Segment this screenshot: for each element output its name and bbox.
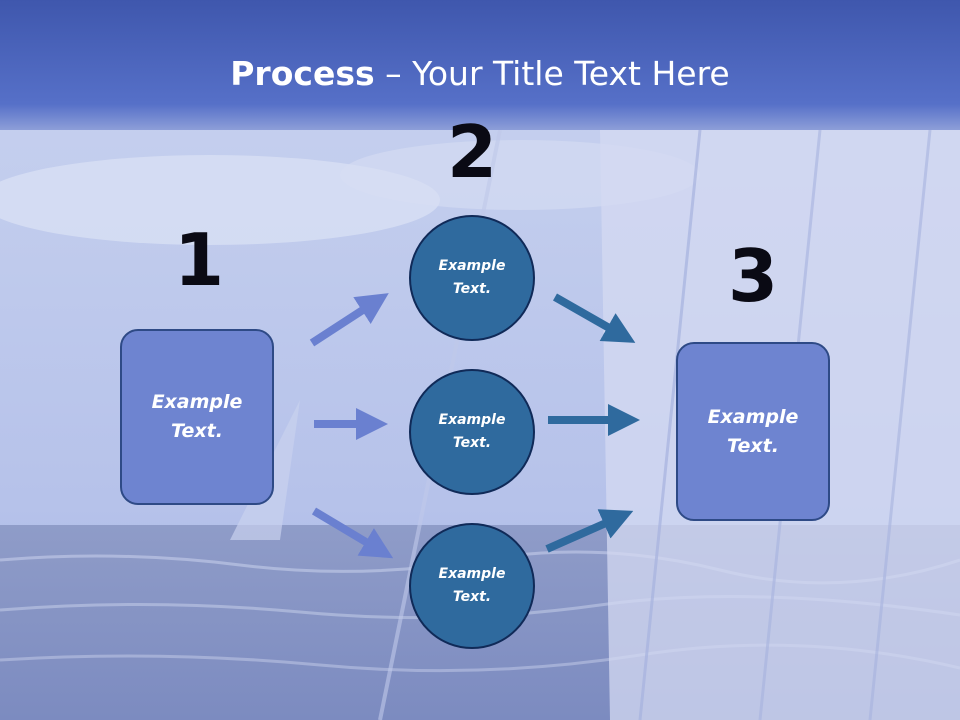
arrow-top-to-3	[553, 293, 636, 343]
circle-top: Example Text.	[409, 215, 535, 341]
circle-middle: Example Text.	[409, 369, 535, 495]
circle-middle-line1: Example	[438, 412, 506, 428]
arrow-1-to-top	[309, 293, 389, 347]
circle-bottom-line2: Text.	[452, 589, 492, 605]
title-bold: Process	[230, 54, 375, 93]
step-number-1: 1	[173, 218, 225, 302]
circle-middle-line2: Text.	[452, 435, 492, 451]
step-3-text-line1: Example	[707, 405, 799, 428]
circle-bottom-line1: Example	[438, 566, 506, 582]
step-1-box: Example Text.	[120, 329, 274, 505]
arrow-bottom-to-3	[545, 509, 634, 553]
step-1-text-line2: Text.	[171, 420, 223, 442]
step-1-text-line1: Example	[151, 391, 243, 413]
title-rest: – Your Title Text Here	[374, 54, 730, 93]
step-3-text-line2: Text.	[727, 434, 779, 457]
slide-title: Process – Your Title Text Here	[0, 52, 960, 96]
arrow-1-to-bottom	[311, 507, 394, 559]
circle-top-line1: Example	[438, 258, 506, 274]
circle-top-line2: Text.	[452, 281, 492, 297]
circle-bottom: Example Text.	[409, 523, 535, 649]
step-number-3: 3	[727, 234, 779, 318]
step-number-2: 2	[446, 110, 498, 194]
step-3-box: Example Text.	[676, 342, 830, 521]
